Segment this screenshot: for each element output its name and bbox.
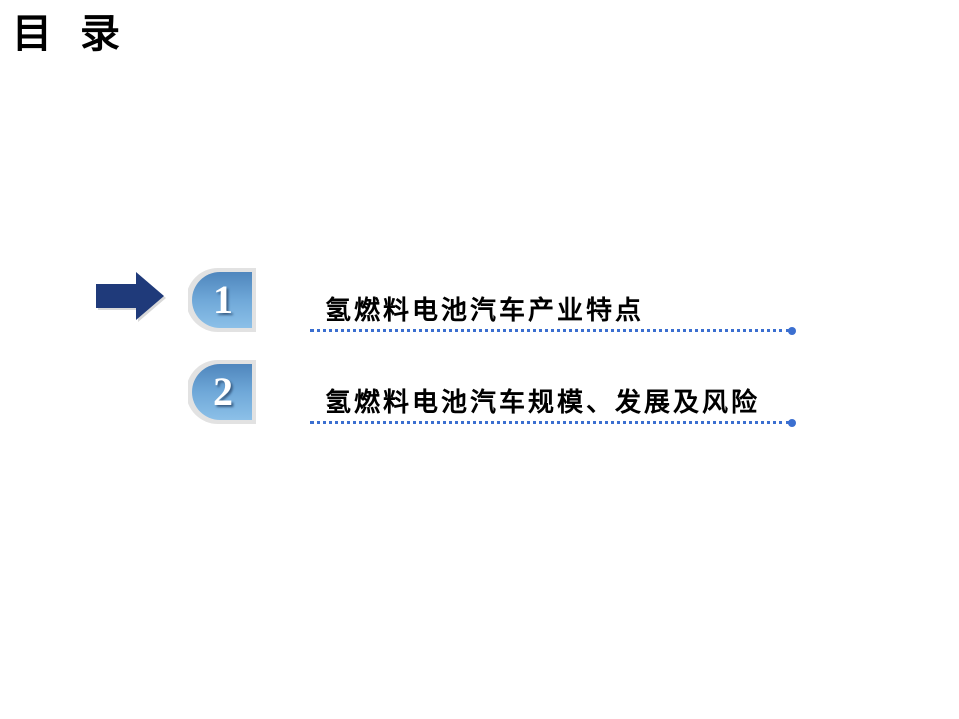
- page-title: 目录: [12, 10, 148, 57]
- toc-item-1[interactable]: 氢燃料电池汽车产业特点: [325, 296, 645, 326]
- divider-end-dot: [788, 419, 796, 427]
- divider-dotted: [310, 421, 790, 424]
- divider-end-dot: [788, 327, 796, 335]
- badge-number: 2: [213, 368, 233, 414]
- badge-number: 1: [213, 276, 233, 322]
- divider-dotted: [310, 329, 790, 332]
- toc-item-2[interactable]: 氢燃料电池汽车规模、发展及风险: [325, 388, 761, 418]
- toc-number-badge-1[interactable]: 1: [188, 266, 258, 332]
- current-item-arrow-icon: [96, 272, 166, 322]
- toc-number-badge-2[interactable]: 2: [188, 358, 258, 424]
